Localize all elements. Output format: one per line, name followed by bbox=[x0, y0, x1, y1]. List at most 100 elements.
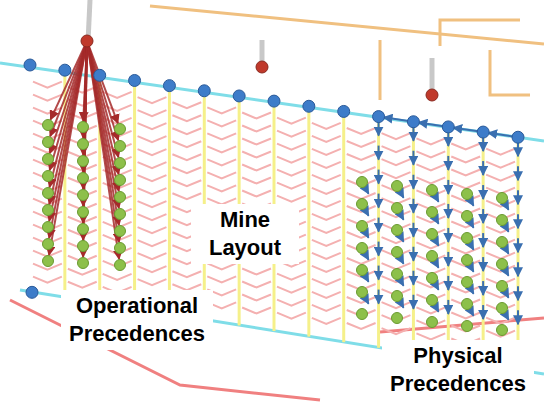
stope-chevron bbox=[312, 279, 341, 285]
green-dot bbox=[115, 260, 126, 271]
stope-chevron bbox=[312, 175, 341, 181]
stope-chevron bbox=[242, 113, 271, 119]
green-dot bbox=[427, 295, 438, 306]
orange-road bbox=[380, 20, 530, 100]
green-dot bbox=[462, 255, 473, 266]
physical-arrow bbox=[469, 264, 473, 271]
stope-chevron bbox=[312, 214, 341, 220]
physical-arrow bbox=[504, 202, 508, 209]
physical-arrow bbox=[434, 194, 438, 201]
physical-arrow bbox=[434, 238, 438, 245]
stope-chevron bbox=[347, 258, 376, 264]
green-dot bbox=[78, 190, 89, 201]
green-dot bbox=[43, 205, 54, 216]
stope-chevron bbox=[451, 221, 480, 227]
blue-dot bbox=[129, 74, 141, 86]
stope-chevron bbox=[416, 242, 445, 248]
green-dot bbox=[43, 154, 54, 165]
red-dot bbox=[81, 35, 93, 47]
physical-arrow bbox=[378, 218, 380, 232]
physical-arrow bbox=[517, 262, 519, 276]
physical-arrow bbox=[399, 300, 403, 307]
crosscut-line bbox=[133, 80, 136, 308]
stope-chevron bbox=[451, 312, 480, 318]
crosscut-line bbox=[517, 137, 520, 370]
stope-chevron bbox=[347, 232, 376, 238]
crosscut-line bbox=[342, 111, 345, 342]
blue-dot bbox=[442, 121, 454, 133]
stope-chevron bbox=[451, 182, 480, 188]
physical-arrow bbox=[399, 190, 403, 197]
physical-arrow bbox=[364, 296, 368, 303]
physical-arrow bbox=[517, 310, 519, 324]
green-dot bbox=[497, 303, 508, 314]
operational-arrow bbox=[87, 41, 119, 259]
green-dot bbox=[43, 239, 54, 250]
green-dot bbox=[78, 139, 89, 150]
stope-chevron bbox=[486, 149, 515, 155]
blue-dot bbox=[268, 95, 280, 107]
physical-arrow bbox=[447, 132, 449, 146]
stope-chevron bbox=[207, 263, 236, 269]
stope-chevron bbox=[207, 172, 236, 178]
green-dot bbox=[357, 287, 368, 298]
physical-arrow bbox=[378, 122, 380, 136]
blue-dot bbox=[163, 80, 175, 92]
stope-chevron bbox=[172, 128, 201, 134]
stope-chevron bbox=[172, 180, 201, 186]
physical-arrow bbox=[482, 305, 484, 319]
region-label: Operational Precedences bbox=[61, 290, 213, 350]
blue-dot bbox=[26, 286, 38, 298]
green-dot bbox=[357, 309, 368, 320]
physical-arrow bbox=[447, 252, 449, 266]
stope-chevron bbox=[486, 253, 515, 259]
green-dot bbox=[78, 224, 89, 235]
stope-chevron bbox=[242, 282, 271, 288]
stope-chevron bbox=[138, 266, 167, 272]
green-dot bbox=[43, 222, 54, 233]
physical-arrow bbox=[482, 281, 484, 295]
stope-chevron bbox=[312, 136, 341, 142]
green-dot bbox=[462, 189, 473, 200]
stope-chevron bbox=[138, 279, 167, 285]
physical-arrow bbox=[447, 156, 449, 170]
stope-chevron bbox=[172, 154, 201, 160]
physical-arrow bbox=[399, 256, 403, 263]
stope-chevron bbox=[242, 269, 271, 275]
stope-chevron bbox=[138, 110, 167, 116]
physical-arrow bbox=[434, 282, 438, 289]
green-dot bbox=[392, 269, 403, 280]
stope-chevron bbox=[138, 136, 167, 142]
stope-chevron bbox=[382, 172, 411, 178]
physical-arrow bbox=[364, 274, 368, 281]
green-dot bbox=[497, 237, 508, 248]
region-label: Mine Layout bbox=[191, 204, 299, 264]
orange-road bbox=[150, 6, 544, 44]
stope-chevron bbox=[207, 276, 236, 282]
physical-arrow bbox=[469, 242, 473, 249]
green-dot bbox=[357, 265, 368, 276]
stope-chevron bbox=[207, 185, 236, 191]
blue-dot bbox=[198, 85, 210, 97]
green-dot bbox=[115, 141, 126, 152]
green-dot bbox=[43, 120, 54, 131]
physical-arrow bbox=[412, 223, 414, 237]
stope-chevron bbox=[242, 152, 271, 158]
green-dot bbox=[427, 229, 438, 240]
precedence-arrows bbox=[49, 41, 518, 324]
stope-chevron bbox=[312, 123, 341, 129]
physical-arrow bbox=[399, 212, 403, 219]
physical-arrow bbox=[364, 252, 368, 259]
stope-chevron bbox=[312, 201, 341, 207]
physical-arrow bbox=[504, 224, 508, 231]
green-dot bbox=[78, 258, 89, 269]
green-dot bbox=[392, 247, 403, 258]
stope-chevron bbox=[242, 178, 271, 184]
physical-arrow bbox=[412, 247, 414, 261]
physical-arrow bbox=[412, 271, 414, 285]
physical-arrow bbox=[482, 161, 484, 175]
stope-chevron bbox=[347, 128, 376, 134]
stope-chevron bbox=[486, 227, 515, 233]
physical-arrow bbox=[469, 286, 473, 293]
red-dot bbox=[426, 89, 438, 101]
